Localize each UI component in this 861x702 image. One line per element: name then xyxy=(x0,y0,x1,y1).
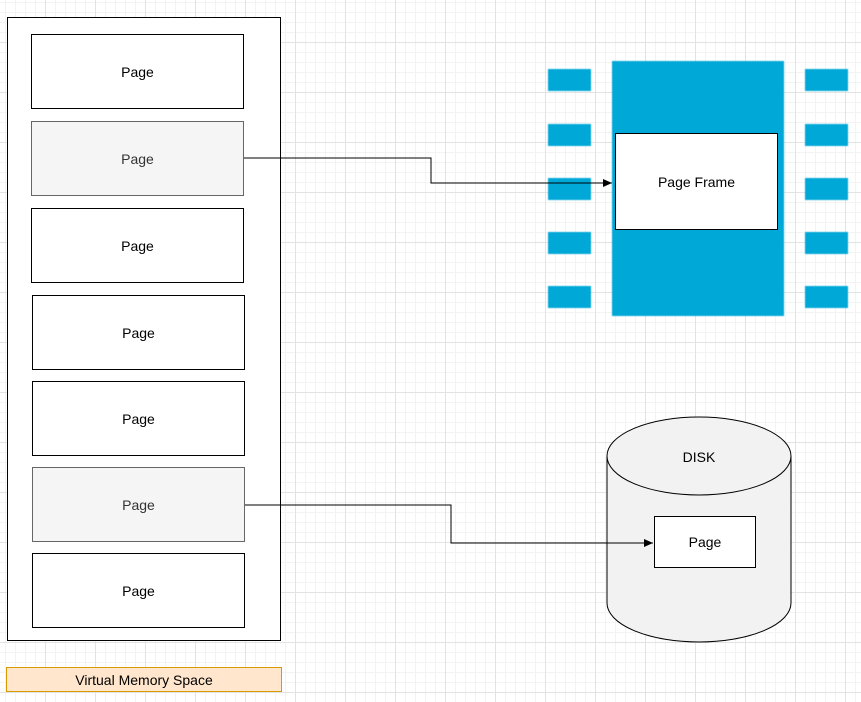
page-1[interactable]: Page xyxy=(31,34,244,109)
disk-label: DISK xyxy=(607,446,791,468)
disk-page-label: Page xyxy=(688,534,722,550)
page-frame[interactable]: Page Frame xyxy=(615,133,778,230)
page-6[interactable]: Page xyxy=(32,467,245,542)
chip-pin-left-5 xyxy=(548,286,591,308)
connector-page-to-disk xyxy=(245,504,653,547)
page-3[interactable]: Page xyxy=(31,208,244,283)
page-3-label: Page xyxy=(121,237,154,254)
page-4[interactable]: Page xyxy=(32,295,245,370)
chip-pin-left-2 xyxy=(548,124,591,146)
page-5[interactable]: Page xyxy=(32,381,245,456)
page-1-label: Page xyxy=(121,63,154,80)
page-5-label: Page xyxy=(122,410,155,427)
chip-pin-left-1 xyxy=(548,69,591,91)
chip-pin-right-3 xyxy=(805,178,848,200)
disk-label-text: DISK xyxy=(682,449,716,465)
page-2[interactable]: Page xyxy=(31,121,244,196)
chip-pin-right-5 xyxy=(805,286,848,308)
disk-cylinder-icon[interactable] xyxy=(604,414,794,646)
chip-pin-right-2 xyxy=(805,124,848,146)
chip-pin-left-4 xyxy=(548,232,591,254)
page-7[interactable]: Page xyxy=(32,553,245,628)
page-7-label: Page xyxy=(122,582,155,599)
page-frame-label: Page Frame xyxy=(657,173,736,190)
page-4-label: Page xyxy=(122,324,155,341)
virtual-memory-label-text: Virtual Memory Space xyxy=(75,671,213,688)
disk-page[interactable]: Page xyxy=(654,516,756,568)
chip-pin-right-4 xyxy=(805,232,848,254)
chip-pin-left-3 xyxy=(548,178,591,200)
page-6-label: Page xyxy=(122,496,155,513)
chip-pin-right-1 xyxy=(805,69,848,91)
page-2-label: Page xyxy=(121,150,154,167)
virtual-memory-label[interactable]: Virtual Memory Space xyxy=(6,667,282,692)
